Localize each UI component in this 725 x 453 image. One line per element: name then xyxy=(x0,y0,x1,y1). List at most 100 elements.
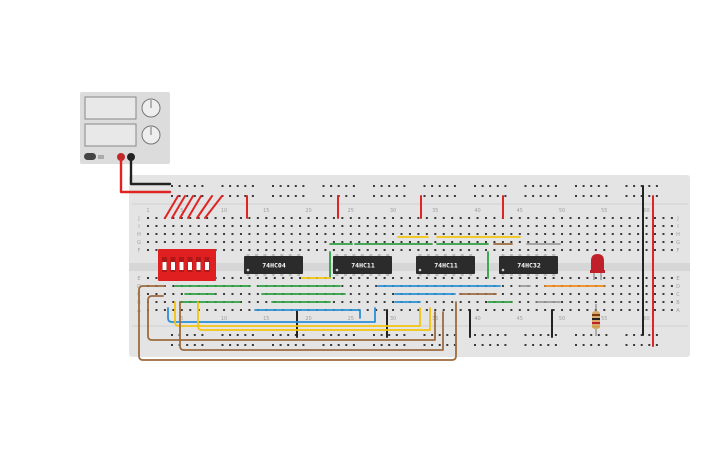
breadboard-hole[interactable] xyxy=(501,285,504,287)
dip-toggle[interactable] xyxy=(205,262,209,270)
breadboard-hole[interactable] xyxy=(510,285,513,287)
breadboard-hole[interactable] xyxy=(383,249,386,251)
breadboard-hole[interactable] xyxy=(569,309,572,311)
breadboard-hole[interactable] xyxy=(594,217,597,219)
power-rail-hole[interactable] xyxy=(640,195,643,197)
breadboard-hole[interactable] xyxy=(468,277,471,279)
breadboard-hole[interactable] xyxy=(493,233,496,235)
breadboard-hole[interactable] xyxy=(273,249,276,251)
breadboard-hole[interactable] xyxy=(527,309,530,311)
power-rail-hole[interactable] xyxy=(655,344,658,346)
power-rail-hole[interactable] xyxy=(171,195,173,197)
breadboard-hole[interactable] xyxy=(603,225,606,227)
power-rail-hole[interactable] xyxy=(431,344,434,346)
power-rail-hole[interactable] xyxy=(605,195,608,197)
power-rail-hole[interactable] xyxy=(178,185,181,187)
breadboard-hole[interactable] xyxy=(476,241,479,243)
breadboard-hole[interactable] xyxy=(214,241,217,243)
breadboard-hole[interactable] xyxy=(451,241,454,243)
power-rail-hole[interactable] xyxy=(345,195,348,197)
power-rail-hole[interactable] xyxy=(403,344,406,346)
breadboard-hole[interactable] xyxy=(620,301,623,303)
breadboard-hole[interactable] xyxy=(358,241,361,243)
breadboard-hole[interactable] xyxy=(375,301,378,303)
breadboard-hole[interactable] xyxy=(172,217,175,219)
power-rail-hole[interactable] xyxy=(193,195,196,197)
breadboard-hole[interactable] xyxy=(408,277,411,279)
power-rail-hole[interactable] xyxy=(229,344,232,346)
breadboard-hole[interactable] xyxy=(425,225,428,227)
power-rail-hole[interactable] xyxy=(474,195,476,197)
wire-switch-5[interactable] xyxy=(196,195,213,219)
breadboard-hole[interactable] xyxy=(256,241,259,243)
breadboard-hole[interactable] xyxy=(239,277,242,279)
breadboard-hole[interactable] xyxy=(375,249,378,251)
breadboard-hole[interactable] xyxy=(408,225,411,227)
breadboard-hole[interactable] xyxy=(628,301,631,303)
breadboard-hole[interactable] xyxy=(442,241,445,243)
breadboard-hole[interactable] xyxy=(214,309,217,311)
breadboard-hole[interactable] xyxy=(332,241,335,243)
breadboard-hole[interactable] xyxy=(425,241,428,243)
power-rail-hole[interactable] xyxy=(193,185,196,187)
power-rail-hole[interactable] xyxy=(388,334,391,336)
breadboard-hole[interactable] xyxy=(425,249,428,251)
breadboard-hole[interactable] xyxy=(425,301,428,303)
breadboard-hole[interactable] xyxy=(358,301,361,303)
breadboard-hole[interactable] xyxy=(256,277,259,279)
breadboard-hole[interactable] xyxy=(468,301,471,303)
breadboard-hole[interactable] xyxy=(518,277,521,279)
breadboard-hole[interactable] xyxy=(434,241,437,243)
breadboard-hole[interactable] xyxy=(662,217,665,219)
breadboard-hole[interactable] xyxy=(299,277,302,279)
breadboard-hole[interactable] xyxy=(442,249,445,251)
breadboard-hole[interactable] xyxy=(662,293,665,295)
breadboard-hole[interactable] xyxy=(637,225,640,227)
breadboard-hole[interactable] xyxy=(172,225,175,227)
breadboard-hole[interactable] xyxy=(425,277,428,279)
breadboard-hole[interactable] xyxy=(341,277,344,279)
breadboard-hole[interactable] xyxy=(628,225,631,227)
breadboard-hole[interactable] xyxy=(366,225,369,227)
breadboard-hole[interactable] xyxy=(442,301,445,303)
power-rail-hole[interactable] xyxy=(330,344,333,346)
breadboard-hole[interactable] xyxy=(611,217,614,219)
breadboard-hole[interactable] xyxy=(577,277,580,279)
breadboard-hole[interactable] xyxy=(637,277,640,279)
breadboard-hole[interactable] xyxy=(611,277,614,279)
power-rail-hole[interactable] xyxy=(474,334,476,336)
power-rail-hole[interactable] xyxy=(244,185,247,187)
breadboard-hole[interactable] xyxy=(324,217,327,219)
wire-loop-blue-2[interactable] xyxy=(254,309,361,319)
breadboard-hole[interactable] xyxy=(316,225,318,227)
power-rail-hole[interactable] xyxy=(554,344,557,346)
breadboard-hole[interactable] xyxy=(425,309,428,311)
breadboard-hole[interactable] xyxy=(468,225,471,227)
breadboard-hole[interactable] xyxy=(603,301,606,303)
breadboard-hole[interactable] xyxy=(408,249,411,251)
breadboard-hole[interactable] xyxy=(527,233,530,235)
breadboard-hole[interactable] xyxy=(468,249,471,251)
breadboard-hole[interactable] xyxy=(645,233,648,235)
breadboard-hole[interactable] xyxy=(316,241,318,243)
power-rail-hole[interactable] xyxy=(554,185,557,187)
breadboard-hole[interactable] xyxy=(408,233,411,235)
breadboard-hole[interactable] xyxy=(248,293,251,295)
breadboard-hole[interactable] xyxy=(670,233,673,235)
breadboard-hole[interactable] xyxy=(425,217,428,219)
breadboard-hole[interactable] xyxy=(603,249,606,251)
breadboard-hole[interactable] xyxy=(172,241,175,243)
breadboard-hole[interactable] xyxy=(434,277,437,279)
power-rail-hole[interactable] xyxy=(640,344,643,346)
breadboard-hole[interactable] xyxy=(349,301,352,303)
power-rail-hole[interactable] xyxy=(201,185,204,187)
breadboard-hole[interactable] xyxy=(299,217,302,219)
power-rail-hole[interactable] xyxy=(532,185,535,187)
power-rail-hole[interactable] xyxy=(236,195,239,197)
breadboard-hole[interactable] xyxy=(172,293,175,295)
breadboard-hole[interactable] xyxy=(349,225,352,227)
power-rail-hole[interactable] xyxy=(352,344,355,346)
breadboard-hole[interactable] xyxy=(637,241,640,243)
breadboard-hole[interactable] xyxy=(561,217,564,219)
power-rail-hole[interactable] xyxy=(532,195,535,197)
